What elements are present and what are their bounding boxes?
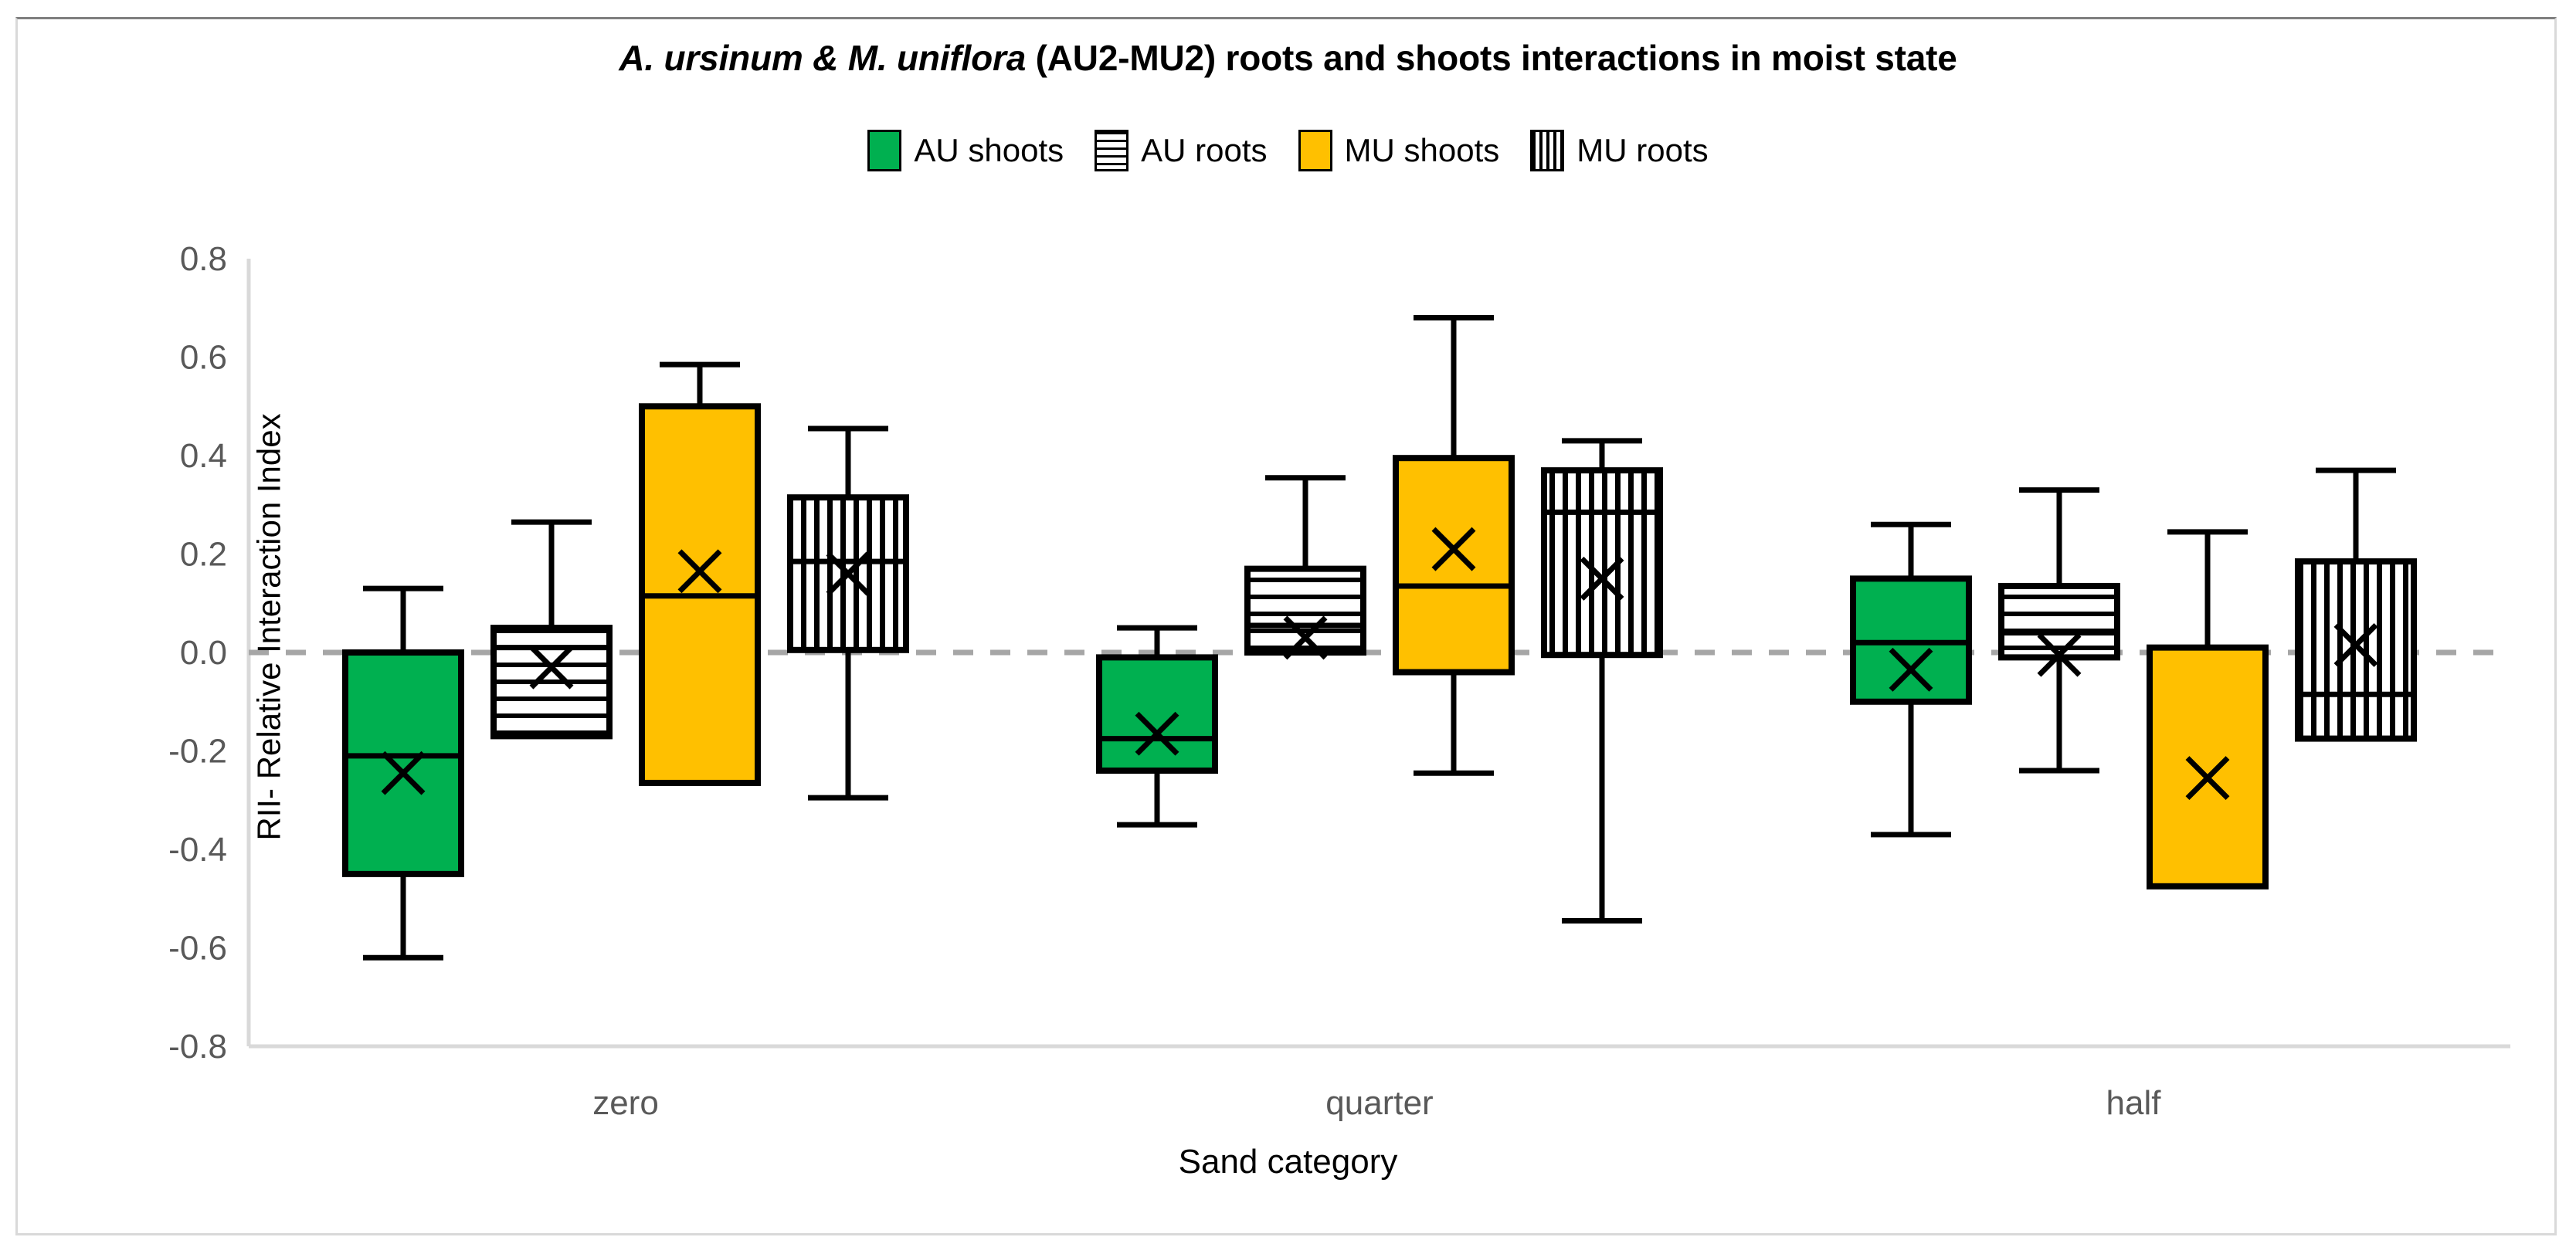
legend-swatch-au-roots-icon [1095,130,1129,171]
chart-title: A. ursinum & M. uniflora (AU2-MU2) roots… [0,37,2576,79]
legend-swatch-mu-shoots-icon [1298,130,1332,171]
legend-item-mu-shoots[interactable]: MU shoots [1298,130,1500,171]
legend-label-au-roots: AU roots [1141,132,1268,168]
chart-legend: AU shoots AU roots MU shoots MU roots [0,130,2576,171]
x-axis-title: Sand category [1178,1143,1398,1181]
legend-swatch-mu-roots-icon [1530,130,1565,171]
legend-label-mu-roots: MU roots [1576,132,1709,168]
chart-title-italic: A. ursinum & M. uniflora [619,38,1027,78]
chart-frame [15,17,2557,1235]
y-axis-title: RII- Relative Interaction Index [250,413,287,841]
legend-swatch-au-shoots-icon [867,130,902,171]
legend-label-mu-shoots: MU shoots [1344,132,1500,168]
chart-title-rest: (AU2-MU2) roots and shoots interactions … [1026,38,1957,78]
legend-item-au-shoots[interactable]: AU shoots [867,130,1064,171]
legend-item-mu-roots[interactable]: MU roots [1530,130,1709,171]
legend-item-au-roots[interactable]: AU roots [1095,130,1268,171]
legend-label-au-shoots: AU shoots [914,132,1064,168]
